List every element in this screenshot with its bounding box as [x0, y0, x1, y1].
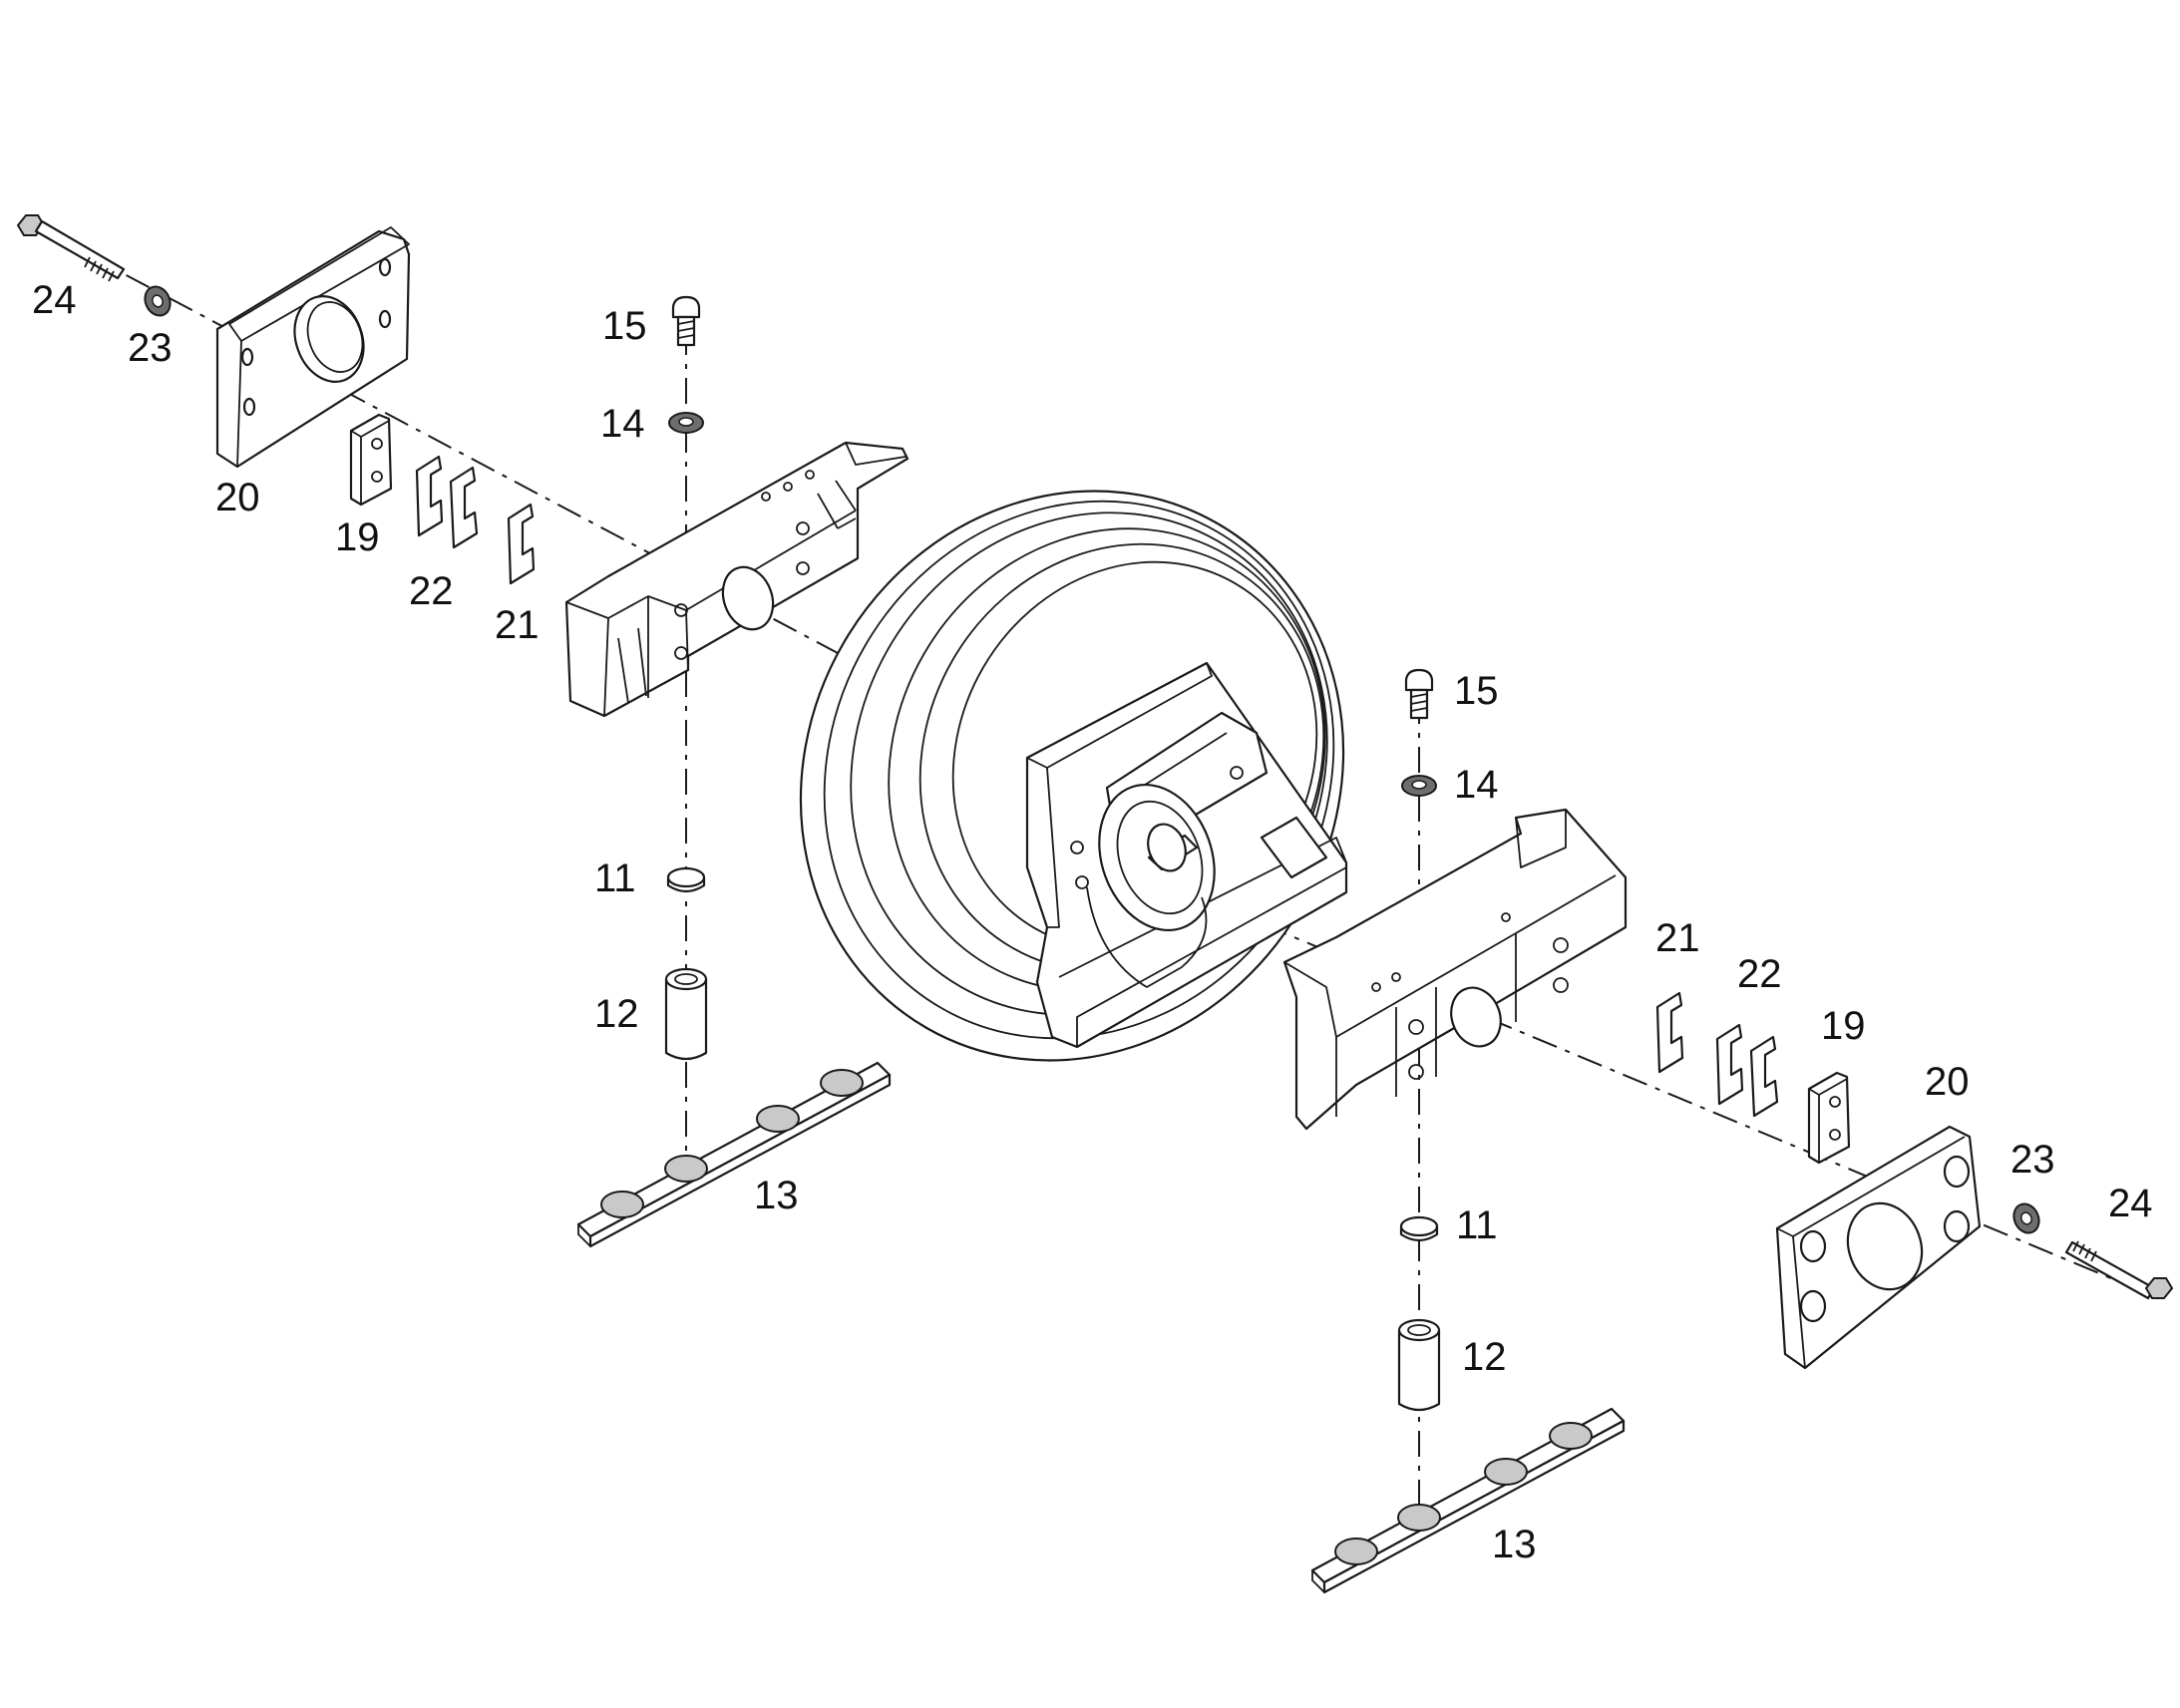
right-bushing	[1397, 1318, 1441, 1412]
label-left-lock-washer: 14	[600, 402, 645, 446]
left-bushing	[664, 967, 708, 1061]
label-left-block: 19	[335, 515, 380, 559]
right-plug	[1399, 1215, 1439, 1242]
label-left-bushing: 12	[594, 992, 639, 1036]
right-guard-strip	[1310, 1407, 1626, 1594]
label-right-screw: 15	[1454, 669, 1499, 713]
label-right-guard-strip: 13	[1492, 1523, 1537, 1566]
left-guard-strip	[576, 1061, 892, 1248]
label-right-washer: 23	[2010, 1138, 2055, 1182]
label-right-lock-washer: 14	[1454, 763, 1499, 807]
label-right-bushing: 12	[1462, 1335, 1507, 1379]
label-left-plug: 11	[594, 856, 636, 900]
label-right-plug: 11	[1456, 1203, 1498, 1247]
left-bolt	[16, 214, 126, 282]
right-lock-washer	[1401, 775, 1437, 797]
left-shim-pair	[415, 455, 479, 549]
label-left-screw: 15	[602, 304, 647, 348]
idler-bracket	[1025, 661, 1348, 1049]
left-screw	[671, 295, 701, 347]
right-bolt	[2064, 1240, 2174, 1300]
left-washer	[144, 285, 172, 317]
right-shim	[1655, 991, 1684, 1074]
label-right-block: 19	[1821, 1004, 1866, 1048]
right-track-guide	[1282, 808, 1628, 1131]
label-right-shim-pair: 22	[1737, 952, 1782, 996]
label-left-shim-pair: 22	[409, 569, 454, 613]
label-left-shim: 21	[495, 603, 540, 647]
left-track-guide	[564, 441, 909, 718]
left-end-plate	[215, 226, 411, 469]
right-end-plate	[1775, 1125, 1982, 1370]
left-lock-washer	[668, 412, 704, 434]
label-right-plate: 20	[1925, 1060, 1970, 1104]
left-shim	[507, 503, 536, 585]
label-right-shim: 21	[1655, 916, 1700, 960]
left-block	[349, 413, 393, 507]
left-plug	[666, 866, 706, 893]
label-left-bolt: 24	[32, 278, 77, 322]
right-block	[1807, 1071, 1851, 1165]
right-screw	[1404, 668, 1434, 720]
label-left-washer: 23	[128, 326, 173, 370]
label-right-bolt: 24	[2108, 1182, 2153, 1225]
right-washer	[2012, 1202, 2040, 1234]
label-left-plate: 20	[215, 476, 260, 519]
label-left-guard-strip: 13	[754, 1174, 799, 1217]
callout-labels: 24 23 20 19 22 21 15 14 11 12 13 15 14 2…	[32, 278, 2153, 1566]
right-shim-pair	[1715, 1023, 1779, 1118]
